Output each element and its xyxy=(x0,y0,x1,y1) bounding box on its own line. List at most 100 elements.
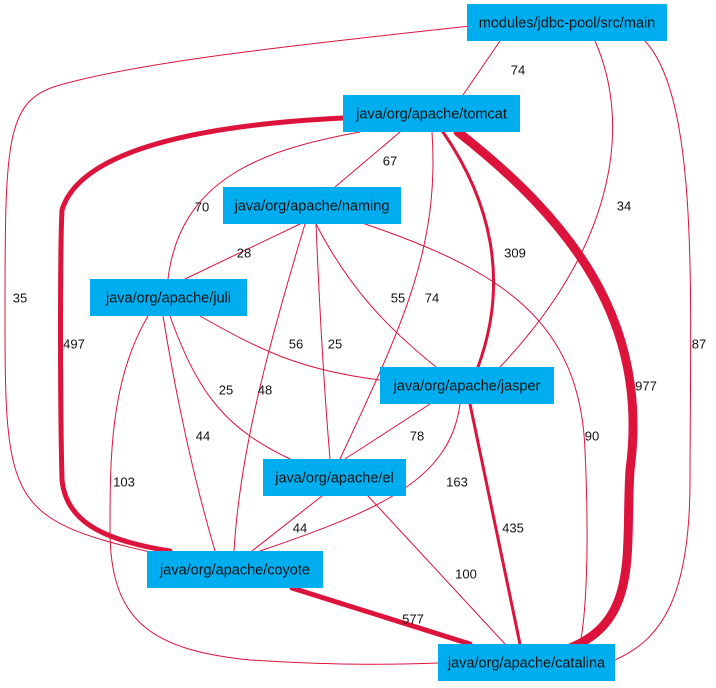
edge-weight-label: 100 xyxy=(455,566,477,581)
node-box xyxy=(467,4,667,41)
edge-line xyxy=(251,495,323,552)
edge-jdbc-jasper: 34 xyxy=(499,40,631,368)
edge-naming-el: 25 xyxy=(315,223,342,460)
node-box xyxy=(90,279,247,316)
edge-line xyxy=(162,315,216,552)
node-label: java/org/apache/naming xyxy=(234,198,390,214)
edge-naming-juli: 28 xyxy=(184,223,301,280)
edge-jasper-el: 78 xyxy=(344,403,431,460)
node-label: java/org/apache/coyote xyxy=(159,562,310,578)
edge-weight-label: 55 xyxy=(391,290,405,305)
edge-weight-label: 497 xyxy=(63,336,85,351)
node-box xyxy=(147,551,323,588)
edge-tomcat-catalina: 977 xyxy=(453,127,657,653)
edge-el-catalina: 100 xyxy=(367,495,506,645)
node-tomcat[interactable]: java/org/apache/tomcat xyxy=(343,95,520,132)
node-jasper[interactable]: java/org/apache/jasper xyxy=(380,367,554,404)
edge-tomcat-jasper: 309 xyxy=(441,130,526,369)
edges-layer: 74 35 34 87 67 70 497 74 309 977 28 55 25 48 90 56 25 44 1… xyxy=(4,25,706,665)
node-jdbc[interactable]: modules/jdbc-pool/src/main xyxy=(467,4,667,41)
node-box xyxy=(223,187,401,224)
edge-line xyxy=(364,223,588,645)
edge-jdbc-tomcat: 74 xyxy=(462,40,525,96)
edge-weight-label: 577 xyxy=(402,611,424,626)
edge-line xyxy=(58,115,346,554)
edge-tomcat-el: 74 xyxy=(339,131,439,460)
edge-line xyxy=(462,40,501,96)
edge-jdbc-catalina: 87 xyxy=(614,40,706,661)
edge-line xyxy=(169,315,291,460)
edge-weight-label: 35 xyxy=(13,290,27,305)
edge-line xyxy=(109,315,439,665)
node-label: java/org/apache/el xyxy=(274,470,394,486)
edge-juli-coyote: 44 xyxy=(162,315,216,552)
edge-weight-label: 25 xyxy=(328,336,342,351)
edge-weight-label: 44 xyxy=(293,520,307,535)
edge-line xyxy=(315,223,437,368)
edge-line xyxy=(441,130,496,369)
node-box xyxy=(343,95,520,132)
edge-line xyxy=(289,585,473,647)
edge-juli-jasper: 56 xyxy=(199,315,381,381)
edge-weight-label: 309 xyxy=(504,245,526,260)
edge-weight-label: 34 xyxy=(617,198,631,213)
node-label: java/org/apache/tomcat xyxy=(355,106,507,122)
edge-line xyxy=(4,25,471,553)
edge-weight-label: 977 xyxy=(635,378,657,393)
edge-tomcat-naming: 67 xyxy=(334,131,401,188)
node-box xyxy=(438,644,615,681)
edge-weight-label: 103 xyxy=(113,474,135,489)
edge-weight-label: 56 xyxy=(289,336,303,351)
edge-weight-label: 70 xyxy=(195,199,209,214)
node-coyote[interactable]: java/org/apache/coyote xyxy=(147,551,323,588)
edge-coyote-catalina: 577 xyxy=(289,585,473,647)
node-label: modules/jdbc-pool/src/main xyxy=(479,15,656,31)
edge-line xyxy=(199,315,381,381)
edge-weight-label: 163 xyxy=(446,474,468,489)
edge-weight-label: 78 xyxy=(410,428,424,443)
node-catalina[interactable]: java/org/apache/catalina xyxy=(438,644,615,681)
edge-line xyxy=(315,223,331,460)
edge-line xyxy=(499,40,614,368)
edge-weight-label: 90 xyxy=(585,428,599,443)
edge-line xyxy=(334,131,401,188)
edge-line xyxy=(614,40,692,661)
node-box xyxy=(263,459,406,496)
node-naming[interactable]: java/org/apache/naming xyxy=(223,187,401,224)
edge-tomcat-juli: 70 xyxy=(167,131,361,280)
edge-weight-label: 67 xyxy=(383,153,397,168)
edge-juli-el: 25 xyxy=(169,315,291,460)
edge-line xyxy=(233,223,306,552)
node-box xyxy=(380,367,554,404)
edge-naming-jasper: 55 xyxy=(315,223,437,368)
edge-line xyxy=(453,127,638,653)
edge-line xyxy=(344,403,431,460)
edge-line xyxy=(184,223,301,280)
edge-jdbc-coyote: 35 xyxy=(4,25,471,553)
edge-weight-label: 74 xyxy=(425,290,439,305)
edge-juli-catalina: 103 xyxy=(109,315,439,665)
edge-el-coyote: 44 xyxy=(251,495,323,552)
edge-naming-coyote: 48 xyxy=(233,223,306,552)
node-label: java/org/apache/jasper xyxy=(393,378,541,394)
node-el[interactable]: java/org/apache/el xyxy=(263,459,406,496)
edge-naming-catalina: 90 xyxy=(364,223,599,645)
edge-weight-label: 87 xyxy=(692,336,706,351)
edge-weight-label: 74 xyxy=(511,62,525,77)
edge-line xyxy=(167,131,361,280)
node-label: java/org/apache/juli xyxy=(105,290,231,306)
edge-line xyxy=(339,131,434,460)
node-juli[interactable]: java/org/apache/juli xyxy=(90,279,247,316)
edge-weight-label: 25 xyxy=(219,382,233,397)
edge-weight-label: 44 xyxy=(196,428,210,443)
edge-line xyxy=(468,402,522,646)
node-label: java/org/apache/catalina xyxy=(447,655,606,671)
edge-weight-label: 48 xyxy=(258,382,272,397)
edge-tomcat-coyote: 497 xyxy=(58,115,346,554)
edge-line xyxy=(367,495,506,645)
nodes-layer: modules/jdbc-pool/src/main java/org/apach… xyxy=(90,4,667,681)
edge-weight-label: 435 xyxy=(502,520,524,535)
edge-jasper-catalina: 435 xyxy=(468,402,524,646)
edge-weight-label: 28 xyxy=(237,245,251,260)
